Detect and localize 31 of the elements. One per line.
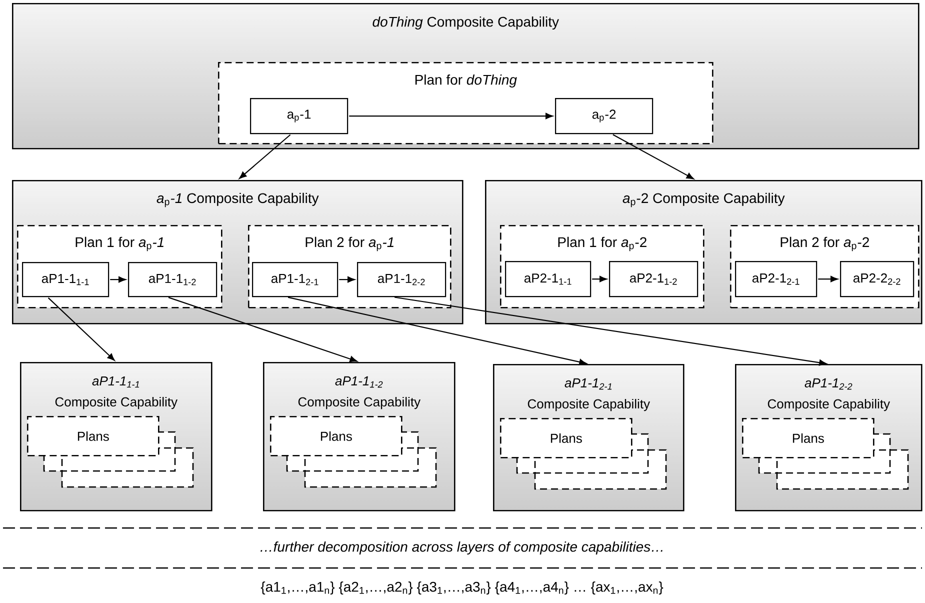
arrow xyxy=(612,134,694,180)
set-label: {a3$_{1}$,…,a3$_{n}$} xyxy=(417,581,491,595)
action-box: aP1-1$_{2-2}$ xyxy=(357,262,446,298)
set-label: {ax$_{1}$,…,ax$_{n}$} xyxy=(591,581,664,595)
arrow xyxy=(288,296,587,366)
arrow xyxy=(239,134,291,179)
set-label: … xyxy=(574,590,585,592)
action-box: aP2-1$_{1-2}$ xyxy=(609,261,698,298)
plans-box: Plans xyxy=(270,416,402,456)
action-box: aP2-1$_{2-1}$ xyxy=(735,261,818,298)
action-box: aP2-2$_{2-2}$ xyxy=(840,261,914,298)
arrow xyxy=(394,296,827,366)
arrow xyxy=(339,276,355,283)
plans-box: Plans xyxy=(500,418,632,458)
action-box: aP1-1$_{1-1}$ xyxy=(22,262,110,298)
set-label: {a4$_{1}$,…,a4$_{n}$} xyxy=(495,581,569,595)
action-box: aP2-1$_{1-1}$ xyxy=(505,261,592,298)
action-box: aP1-1$_{2-1}$ xyxy=(252,262,338,298)
action-box: a$_{p}$-2 xyxy=(555,98,654,134)
arrow xyxy=(592,276,607,282)
arrow xyxy=(349,112,553,120)
plans-box: Plans xyxy=(27,416,160,456)
arrow xyxy=(110,276,126,283)
set-label: {a1$_{1}$,…,a1$_{n}$} xyxy=(260,581,335,595)
set-label: {a2$_{1}$,…,a2$_{n}$} xyxy=(338,581,413,595)
arrow xyxy=(168,296,358,362)
action-box: aP1-1$_{1-2}$ xyxy=(128,262,218,298)
plans-box: Plans xyxy=(742,418,874,458)
action-box: a$_{p}$-1 xyxy=(250,98,348,134)
note-text: …further decomposition across layers of composite capabilities… xyxy=(260,541,662,555)
arrow xyxy=(818,276,838,282)
